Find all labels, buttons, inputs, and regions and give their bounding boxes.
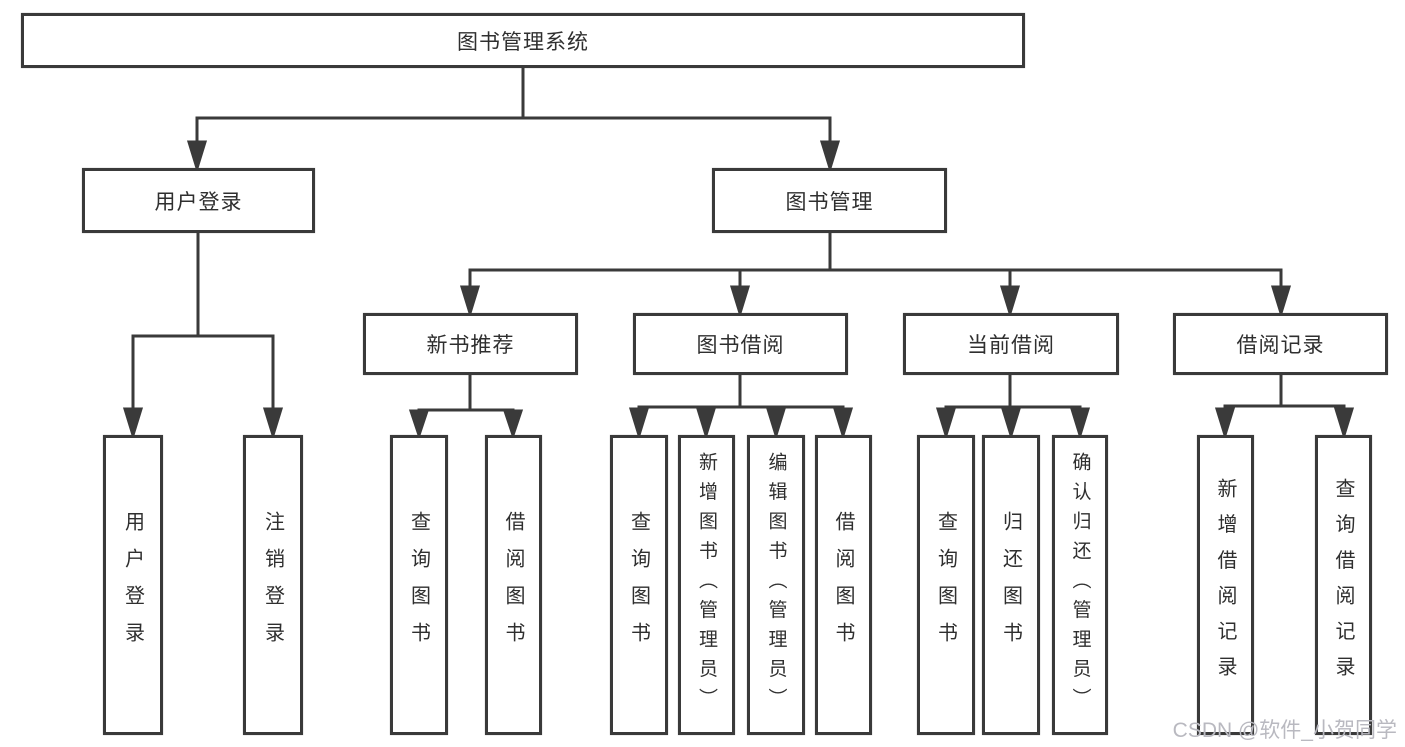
node-user-login-group: 用户登录: [82, 168, 315, 233]
leaf-return-book: 归还图书: [982, 435, 1040, 735]
edge-root-to-level2: [186, 66, 841, 174]
leaf-borrow-books-recommend: 借阅图书: [485, 435, 542, 735]
edge-new-book-to-leaves: [408, 373, 524, 440]
leaf-label: 用户登录: [121, 511, 144, 659]
leaf-confirm-return-admin: 确认归还（管理员）: [1052, 435, 1108, 735]
leaf-label: 查询图书: [627, 511, 650, 659]
leaf-edit-book-admin: 编辑图书（管理员）: [747, 435, 805, 735]
leaf-add-book-admin: 新增图书（管理员）: [678, 435, 735, 735]
leaf-borrow-books-borrow: 借阅图书: [815, 435, 872, 735]
leaf-label: 注销登录: [261, 511, 284, 659]
node-book-borrow: 图书借阅: [633, 313, 848, 375]
node-library-management-system: 图书管理系统: [21, 13, 1025, 68]
leaf-user-login: 用户登录: [103, 435, 163, 735]
node-new-book-recommend: 新书推荐: [363, 313, 578, 375]
node-label: 用户登录: [154, 190, 243, 214]
leaf-label: 编辑图书（管理员）: [765, 452, 787, 718]
edge-user-login-to-leaves: [122, 231, 284, 441]
edge-book-management-to-level3: [459, 231, 1292, 319]
leaf-label: 新增借阅记录: [1214, 478, 1236, 692]
node-label: 图书管理: [785, 190, 874, 214]
leaf-add-borrow-record: 新增借阅记录: [1197, 435, 1254, 735]
leaf-label: 查询借阅记录: [1332, 478, 1354, 692]
edge-book-borrow-to-leaves: [628, 373, 854, 441]
leaf-label: 新增图书（管理员）: [696, 452, 717, 718]
edge-current-borrow-to-leaves: [935, 373, 1091, 441]
leaf-label: 借阅图书: [502, 511, 524, 659]
node-label: 图书借阅: [696, 334, 785, 357]
node-label: 新书推荐: [426, 334, 515, 357]
leaf-query-books-borrow: 查询图书: [610, 435, 668, 735]
leaf-label: 查询图书: [407, 511, 430, 659]
leaf-label: 借阅图书: [832, 511, 854, 659]
edge-borrow-records-to-leaves: [1214, 373, 1355, 441]
node-label: 借阅记录: [1236, 334, 1325, 357]
node-book-management: 图书管理: [712, 168, 947, 233]
leaf-label: 确认归还（管理员）: [1069, 452, 1091, 718]
leaf-label: 查询图书: [934, 511, 957, 659]
leaf-label: 归还图书: [999, 511, 1022, 659]
csdn-watermark: CSDN @软件_小贺同学: [1172, 719, 1397, 742]
node-label: 图书管理系统: [457, 30, 589, 54]
node-label: 当前借阅: [967, 334, 1055, 357]
leaf-query-books-current: 查询图书: [917, 435, 975, 735]
leaf-logout: 注销登录: [243, 435, 303, 735]
node-current-borrow: 当前借阅: [903, 313, 1119, 375]
leaf-query-books-recommend: 查询图书: [390, 435, 448, 735]
node-borrow-records: 借阅记录: [1173, 313, 1388, 375]
leaf-query-borrow-record: 查询借阅记录: [1315, 435, 1372, 735]
